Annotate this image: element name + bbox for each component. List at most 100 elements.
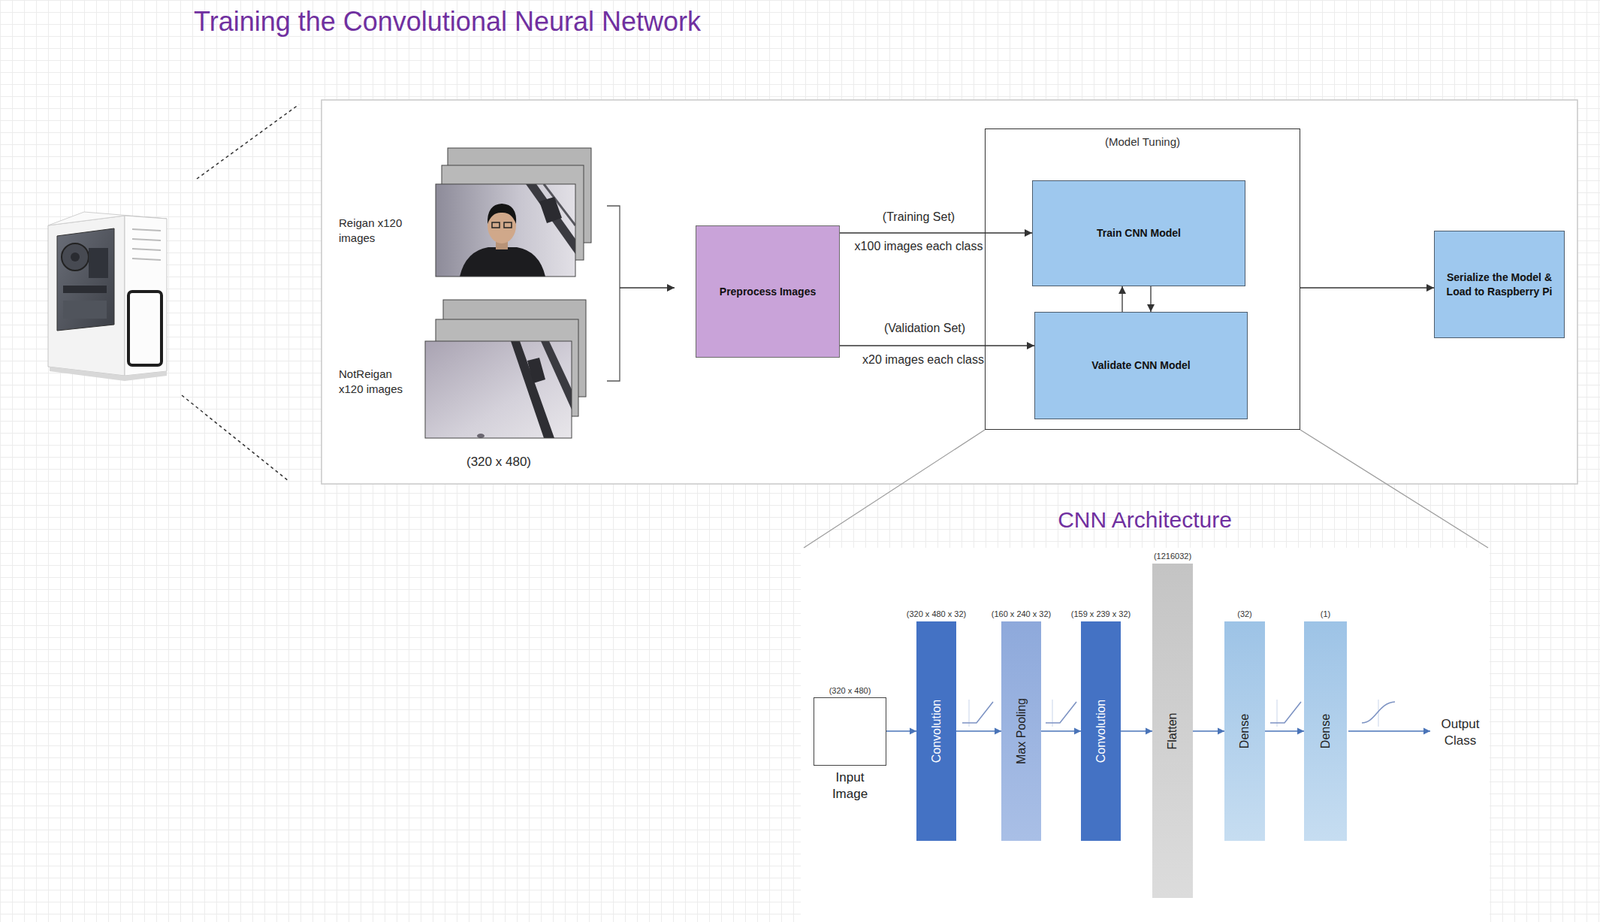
tower-part — [88, 247, 109, 278]
zoom-line — [196, 104, 299, 179]
text-label: (320 x 480) — [466, 453, 532, 471]
node-text: Flatten — [1165, 712, 1180, 749]
process-box: Serialize the Model & Load to Raspberry … — [1433, 230, 1565, 339]
connector-arrow — [1120, 730, 1153, 731]
text-label: x100 images each class — [854, 238, 984, 255]
tower-vent — [132, 248, 161, 251]
text-label: Output Class — [1436, 715, 1485, 749]
pipeline-panel — [321, 99, 1578, 484]
photo — [435, 184, 576, 277]
tower-vent — [132, 258, 161, 260]
connector-arrow — [839, 232, 1033, 233]
photo-person — [492, 222, 500, 228]
tower-vent — [132, 229, 161, 231]
photo-door — [525, 184, 576, 254]
node-text: (160 x 240 x 32) — [991, 609, 1052, 619]
icon-curve — [1361, 701, 1395, 723]
node-text: Convolution — [1094, 699, 1108, 764]
node-text: (159 x 239 x 32) — [1071, 609, 1132, 619]
node-text: (320 x 480 x 32) — [906, 609, 967, 619]
layer-bar: (32)Dense — [1224, 621, 1265, 841]
layer-bar: (160 x 240 x 32)Max Pooling — [1001, 621, 1042, 841]
layer-bar: (1)Dense — [1304, 621, 1347, 841]
output-arrow — [1348, 730, 1431, 731]
zoom-line — [1300, 429, 1489, 548]
tower-bay — [128, 291, 162, 366]
node-text: Train CNN Model — [1092, 221, 1186, 245]
node-text: Convolution — [929, 699, 944, 764]
cnn-panel — [800, 547, 1490, 922]
tower-front — [124, 215, 167, 376]
layer-bar: (1216032)Flatten — [1152, 563, 1193, 898]
tower-part — [63, 300, 107, 319]
sigmoid-icon — [1361, 699, 1395, 727]
connector-arrow — [1041, 730, 1081, 731]
photo-person — [459, 247, 546, 277]
photo-border — [425, 341, 572, 438]
connector-arrow — [1150, 286, 1151, 312]
photo-border — [435, 184, 576, 277]
connector-arrow — [1192, 730, 1225, 731]
icon-curve — [1045, 701, 1077, 723]
photo-detail — [476, 433, 485, 438]
relu-icon — [1270, 699, 1302, 727]
node-text: (Model Tuning) — [985, 135, 1300, 148]
process-box: Validate CNN Model — [1034, 311, 1248, 420]
tower-fan-hub — [70, 252, 80, 262]
connector-arrow — [956, 730, 1002, 731]
photo — [425, 341, 572, 438]
diagram-title: Training the Convolutional Neural Networ… — [193, 6, 701, 38]
text-label: NotReigan x120 images — [338, 366, 404, 396]
tower-part — [63, 285, 107, 293]
process-box: Train CNN Model — [1032, 180, 1246, 287]
text-label: CNN Architecture — [1057, 504, 1232, 535]
group-box: (Model Tuning) Train CNN ModelValidate CN… — [984, 128, 1301, 430]
node-text: Dense — [1237, 713, 1252, 749]
node-text: (1216032) — [1153, 551, 1192, 561]
tower-window — [57, 228, 115, 331]
zoom-line — [181, 395, 289, 481]
connector-arrow — [839, 344, 1035, 346]
node-text: Validate CNN Model — [1086, 353, 1195, 378]
connector-arrow — [1264, 730, 1305, 731]
node-text: Max Pooling — [1014, 697, 1029, 764]
node-text: Dense — [1319, 713, 1333, 749]
tower-base — [49, 366, 167, 381]
connector-arrow — [886, 730, 917, 731]
relu-icon — [1045, 699, 1077, 727]
node-text: (320 x 480) — [829, 685, 872, 695]
tower-fan — [61, 243, 89, 271]
text-label: (Validation Set) — [884, 320, 966, 337]
image-stack — [425, 299, 586, 438]
photo-frame — [527, 357, 546, 384]
text-label: (Training Set) — [882, 209, 955, 226]
layer-bar: (159 x 239 x 32)Convolution — [1080, 621, 1121, 841]
node-text: (1) — [1320, 609, 1331, 619]
tower-vent — [132, 238, 161, 241]
layer-bar: (320 x 480 x 32)Convolution — [916, 621, 957, 841]
process-box: Preprocess Images — [695, 225, 840, 358]
text-label: x20 images each class — [862, 352, 985, 369]
merge-arrow — [619, 286, 675, 288]
node-text: (32) — [1237, 609, 1253, 619]
connector-arrow — [1300, 286, 1434, 288]
node-text: Preprocess Images — [715, 280, 821, 304]
icon-curve — [962, 701, 994, 723]
photo-person — [487, 203, 517, 224]
relu-icon — [962, 699, 994, 727]
photo-wall — [435, 184, 576, 277]
image-stack — [435, 147, 592, 277]
tower-side — [48, 215, 125, 376]
photo-wall — [425, 341, 572, 438]
icon-axis — [1378, 699, 1380, 727]
node-text: Serialize the Model & Load to Raspberry … — [1434, 265, 1564, 304]
photo-door — [540, 341, 572, 410]
text-label: Reigan x120 images — [338, 215, 403, 245]
photo-person — [504, 222, 512, 228]
computer-tower — [48, 211, 167, 381]
input-box: (320 x 480)Input Image — [813, 697, 887, 766]
node-text: Input Image — [827, 769, 874, 803]
connector-arrow — [1121, 286, 1123, 312]
